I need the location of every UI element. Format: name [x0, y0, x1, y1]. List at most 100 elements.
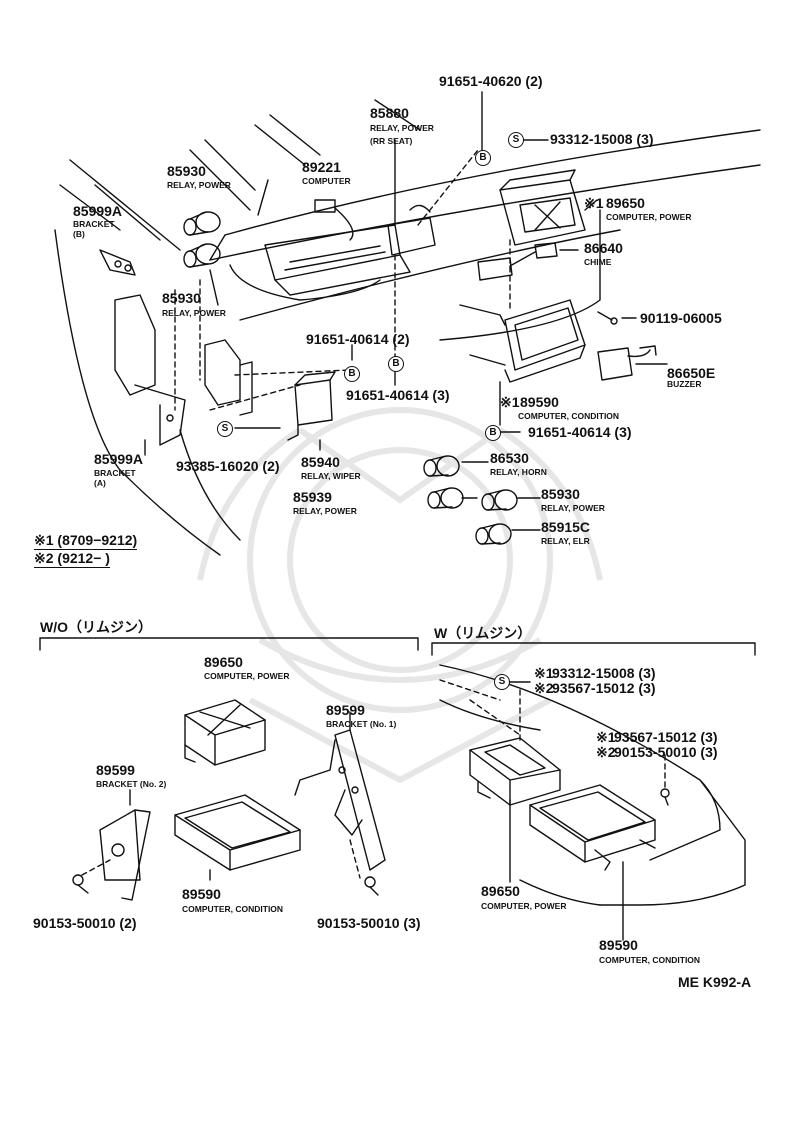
w-89650-desc: COMPUTER, POWER [481, 901, 567, 911]
w-89650-number: 89650 [481, 883, 520, 899]
part-85930-b-number: 85930 [162, 290, 201, 306]
b-mark-a: B [344, 366, 360, 382]
wo-89650-number: 89650 [204, 654, 243, 670]
part-86640-number: 86640 [584, 240, 623, 256]
w-computer-89590-shape [529, 784, 670, 871]
diagram-code: ME K992-A [678, 974, 752, 990]
wo-89590-desc: COMPUTER, CONDITION [182, 904, 284, 914]
w-screw-1-prefix: ※1 [534, 665, 554, 681]
part-89590-top-number: 89590 [520, 394, 559, 410]
w-bolt-2-prefix: ※2 [596, 744, 616, 760]
section-brackets [39, 637, 756, 656]
b-mark-c: B [485, 425, 501, 441]
legend-row-2: ※2 (9212− ) [34, 550, 110, 568]
part-85930-c-desc: RELAY, POWER [541, 503, 605, 513]
part-93312-15008-top-number: 93312-15008 (3) [550, 131, 654, 147]
part-91651-40614-b-number: 91651-40614 (3) [346, 387, 450, 403]
wo-89599-no1-number: 89599 [326, 702, 365, 718]
w-bolt-2-number: 90153-50010 (3) [614, 744, 718, 760]
part-85999a-b-sub: (B) [73, 229, 85, 239]
body-panel-outline [54, 99, 761, 556]
w-bolt-1-prefix: ※1 [596, 729, 616, 745]
part-91651-40620-number: 91651-40620 (2) [439, 73, 543, 89]
b-mark-b: B [388, 356, 404, 372]
w-computer-89650-shape [469, 737, 561, 806]
part-85930-a-number: 85930 [167, 163, 206, 179]
bracket-plate-left [114, 294, 186, 446]
part-86640-desc: CHIME [584, 257, 612, 267]
relay-85940-shape [287, 371, 336, 441]
part-86530-number: 86530 [490, 450, 529, 466]
computer-89650-top-shape [499, 169, 586, 246]
part-91651-40614-c-number: 91651-40614 (3) [528, 424, 632, 440]
s-mark-top: S [508, 132, 524, 148]
part-86530-desc: RELAY, HORN [490, 467, 547, 477]
part-89590-top-desc: COMPUTER, CONDITION [518, 411, 620, 421]
part-85939-number: 85939 [293, 489, 332, 505]
part-89590-top-prefix: ※1 [500, 394, 520, 410]
w-89590-number: 89590 [599, 937, 638, 953]
wo-bracket-89599-no2-shape [99, 789, 151, 901]
part-85880-desc: RELAY, POWER [370, 123, 434, 133]
wo-90153-50010-2-number: 90153-50010 (2) [33, 915, 137, 931]
part-85999a-a-desc: BRACKET [94, 468, 136, 478]
w-leader-lines [509, 681, 624, 941]
part-85999a-b-number: 85999A [73, 203, 123, 219]
wo-dashed-guides [81, 839, 361, 879]
wo-computer-89590-shape [174, 794, 301, 881]
legend-row-1: ※1 (8709−9212) [34, 532, 138, 550]
part-90119-06005-number: 90119-06005 [640, 310, 722, 326]
part-85999a-b-desc: BRACKET [73, 219, 115, 229]
section-with-limousine: W（リムジン） [434, 625, 532, 641]
leader-lines-top [144, 91, 668, 531]
buzzer-86650e-shape [597, 345, 657, 381]
section-without-limousine: W/O（リムジン） [40, 619, 152, 635]
chime-86640-shape [477, 242, 558, 281]
watermark-emblem [197, 407, 603, 784]
part-85930-c-number: 85930 [541, 486, 580, 502]
part-89650-top-number: 89650 [606, 195, 645, 211]
part-85999a-a-number: 85999A [94, 451, 144, 467]
relay-cluster-right [423, 455, 518, 545]
part-86650e-desc: BUZZER [667, 379, 702, 389]
part-85930-a-desc: RELAY, POWER [167, 180, 231, 190]
part-85915c-desc: RELAY, ELR [541, 536, 590, 546]
part-89221-number: 89221 [302, 159, 341, 175]
w-dashed-guides [439, 679, 666, 791]
computer-89590-top-shape [459, 299, 586, 383]
part-85880-number: 85880 [370, 105, 409, 121]
w-89590-desc: COMPUTER, CONDITION [599, 955, 701, 965]
wo-screws [72, 874, 379, 896]
relay-85880-shape [387, 204, 436, 256]
wo-89599-no2-number: 89599 [96, 762, 135, 778]
part-86650e-number: 86650E [667, 365, 716, 381]
part-85915c-number: 85915C [541, 519, 591, 535]
w-screw-2-prefix: ※2 [534, 680, 554, 696]
part-89221-desc: COMPUTER [302, 176, 351, 186]
part-85939-desc: RELAY, POWER [293, 506, 357, 516]
part-93385-16020-number: 93385-16020 (2) [176, 458, 280, 474]
s-mark-mid: S [217, 421, 233, 437]
wo-89650-desc: COMPUTER, POWER [204, 671, 290, 681]
wo-89599-no2-desc: BRACKET (No. 2) [96, 779, 167, 789]
wo-computer-89650-shape [184, 699, 266, 766]
b-mark-top: B [475, 150, 491, 166]
part-85999a-a-sub: (A) [94, 478, 106, 488]
wo-89590-number: 89590 [182, 886, 221, 902]
w-floor-body [439, 664, 746, 906]
part-89650-top-desc: COMPUTER, POWER [606, 212, 692, 222]
relay-85930-top-pair [183, 211, 221, 268]
part-89650-top-prefix: ※1 [584, 195, 604, 211]
w-bolt-1-number: 93567-15012 (3) [614, 729, 718, 745]
part-85880-note: (RR SEAT) [370, 136, 413, 146]
dashed-guides-top [174, 149, 511, 411]
w-screw-2-number: 93567-15012 (3) [552, 680, 656, 696]
w-screw-1-number: 93312-15008 (3) [552, 665, 656, 681]
part-85940-desc: RELAY, WIPER [301, 471, 361, 481]
part-85940-number: 85940 [301, 454, 340, 470]
part-91651-40614-a-number: 91651-40614 (2) [306, 331, 410, 347]
part-85930-b-desc: RELAY, POWER [162, 308, 226, 318]
bracket-85999a-b-shape [99, 249, 136, 276]
